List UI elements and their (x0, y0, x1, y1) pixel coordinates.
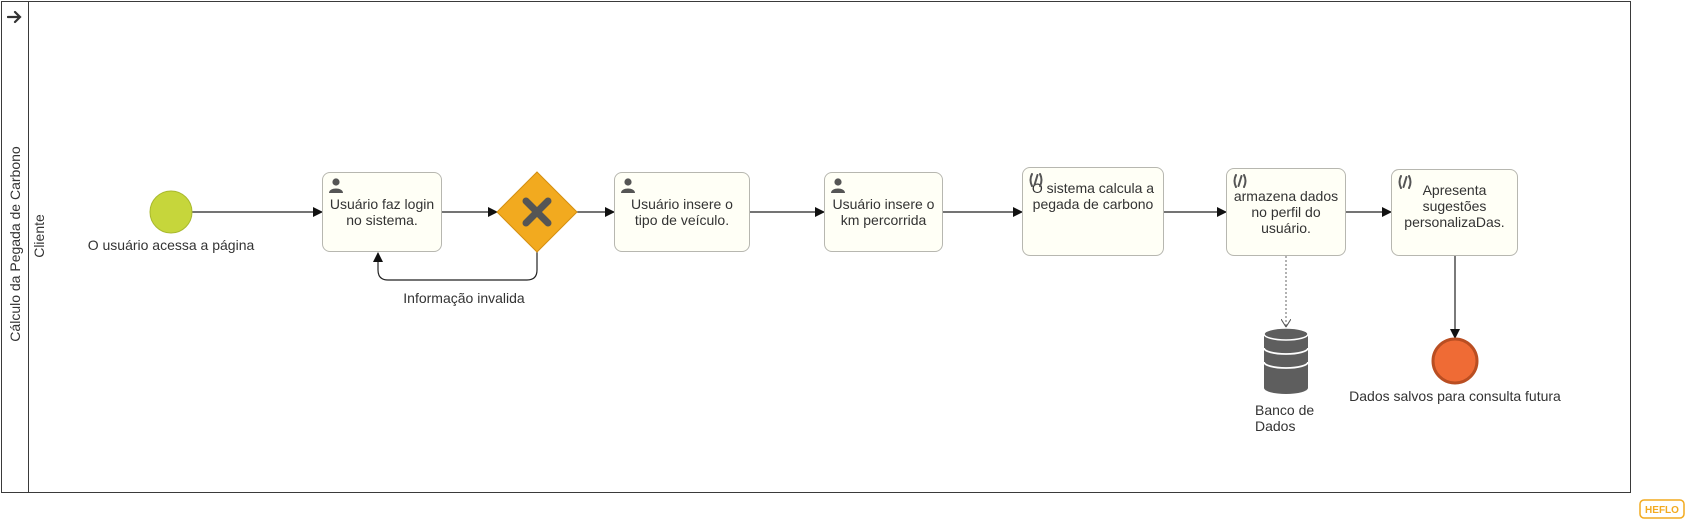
pool: Cálculo da Pegada de Carbono Cliente (1, 1, 1631, 493)
start-event-label: O usuário acessa a página (87, 237, 255, 253)
loop-label: Informação invalida (403, 290, 525, 306)
x-icon (522, 197, 552, 227)
database-icon[interactable] (1263, 327, 1309, 394)
end-event[interactable] (1431, 337, 1479, 385)
script-icon (1398, 175, 1412, 189)
flow-gateway-loop-back[interactable] (373, 252, 538, 281)
task-label: Usuário insere o tipo de veículo. (631, 196, 733, 228)
user-icon (329, 178, 343, 193)
data-store-label: Banco de Dados (1255, 402, 1315, 434)
user-icon (621, 178, 635, 193)
task-label: O sistema calcula a pegada de carbono (1031, 180, 1155, 212)
task-login[interactable]: Usuário faz login no sistema. (322, 172, 442, 252)
start-event[interactable] (149, 190, 193, 234)
task-vehicle[interactable]: Usuário insere o tipo de veículo. (614, 172, 750, 252)
task-label: Usuário insere o km percorrida (832, 196, 935, 228)
task-km[interactable]: Usuário insere o km percorrida (824, 172, 943, 252)
task-suggestions[interactable]: Apresenta sugestões personalizaDas. (1391, 169, 1518, 256)
heflo-logo: HEFLO (1639, 499, 1685, 519)
svg-text:HEFLO: HEFLO (1645, 505, 1679, 516)
user-icon (831, 178, 845, 193)
pool-header: Cálculo da Pegada de Carbono (2, 2, 29, 492)
task-store[interactable]: armazena dados no perfil do usuário. (1226, 168, 1346, 256)
exclusive-gateway[interactable] (496, 171, 578, 253)
task-label: Apresenta sugestões personalizaDas. (1404, 182, 1505, 230)
arrow-right-icon[interactable] (7, 9, 23, 25)
task-calculate[interactable]: O sistema calcula a pegada de carbono (1022, 167, 1164, 256)
script-icon (1029, 173, 1043, 187)
task-label: armazena dados no perfil do usuário. (1233, 188, 1339, 236)
task-label: Usuário faz login no sistema. (329, 196, 435, 228)
end-event-label: Dados salvos para consulta futura (1349, 388, 1561, 404)
script-icon (1233, 174, 1247, 188)
